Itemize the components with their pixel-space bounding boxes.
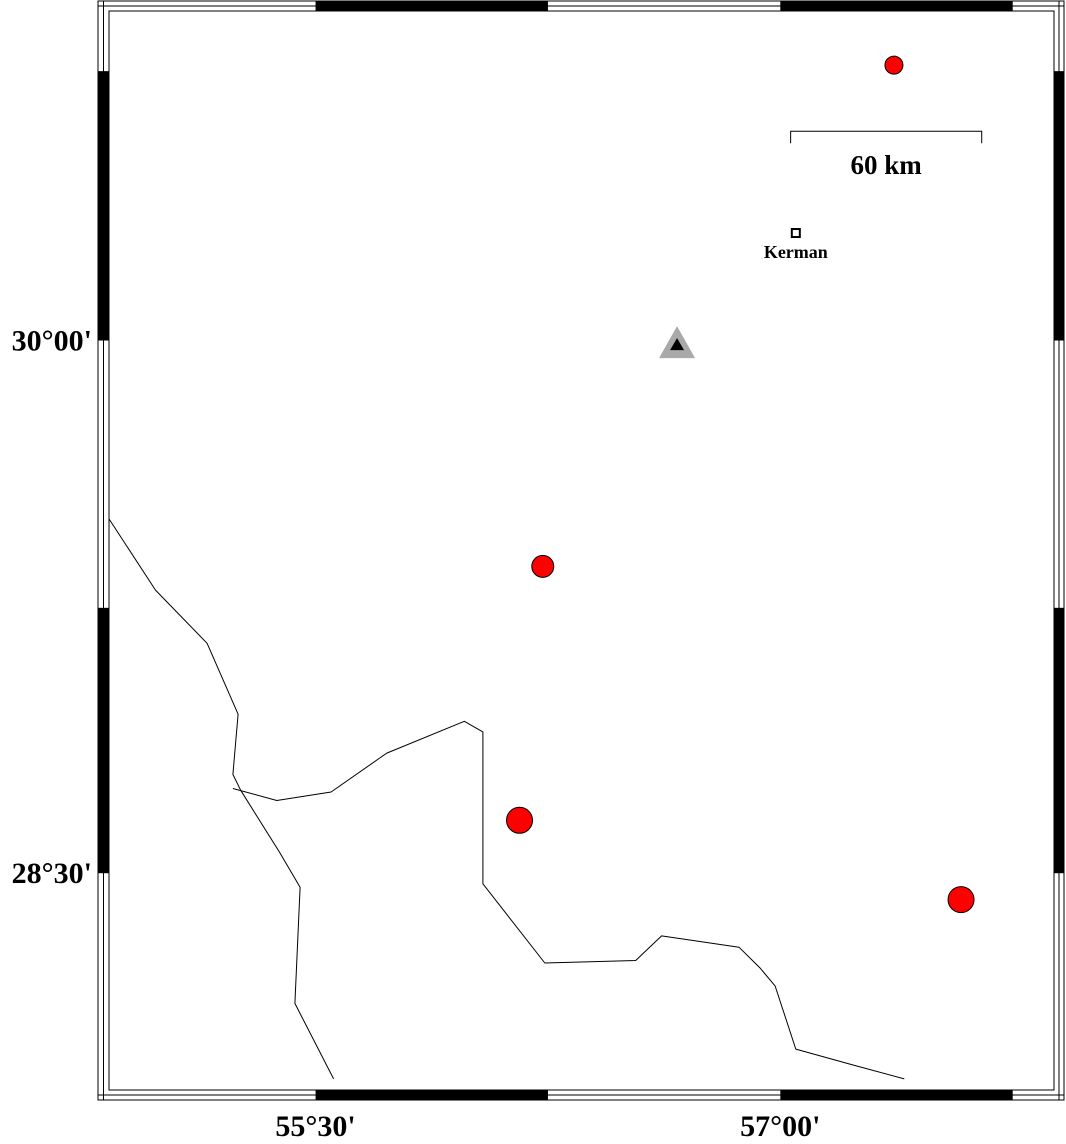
station-inner-triangle-icon [670, 338, 685, 351]
event-circle [947, 886, 975, 914]
map-plot-area [108, 10, 1055, 1091]
scale-bar-label: 60 km [851, 150, 923, 180]
event-circle [531, 554, 555, 578]
lon-tick-label: 55°30' [275, 1110, 355, 1139]
boundary-line [232, 720, 905, 1080]
scale-bar-line [790, 130, 983, 144]
city-label: Kerman [764, 242, 828, 262]
earthquake-events [506, 55, 975, 914]
graticule-labels: 55°30' 57°00' 30°00' 28°30' [12, 325, 821, 1143]
provincial-boundaries [108, 518, 905, 1080]
city-marker-group: Kerman [764, 228, 828, 262]
lon-tick-label: 57°00' [740, 1110, 820, 1139]
lat-tick-label: 30°00' [12, 325, 92, 358]
station-marker-group [659, 326, 696, 359]
scale-bar: 60 km [790, 130, 983, 180]
lat-tick-label: 28°30' [12, 857, 92, 890]
map-outer-border [97, 0, 1065, 1101]
map-frame [97, 0, 1065, 1101]
event-circle [506, 806, 534, 834]
city-square-icon [790, 228, 801, 239]
boundary-line [108, 518, 335, 1080]
event-circle [884, 55, 904, 75]
